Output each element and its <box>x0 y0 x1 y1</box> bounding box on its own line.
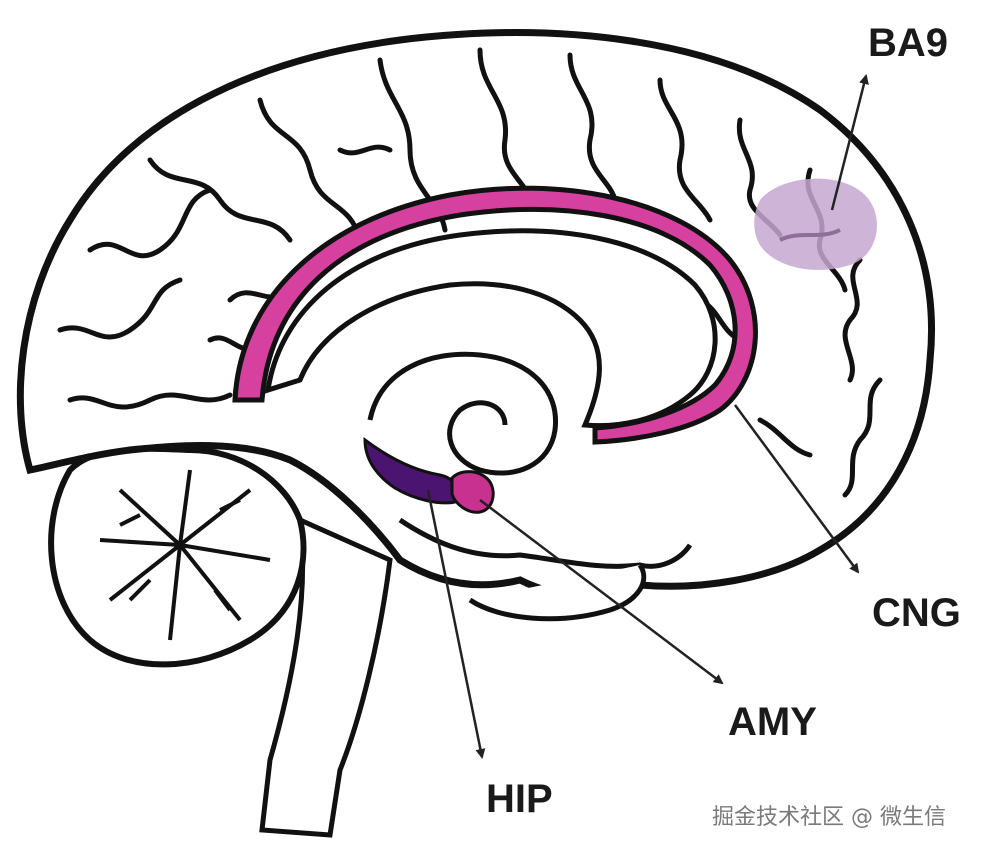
amy-arrow <box>479 499 724 685</box>
ba9-arrow <box>830 74 869 211</box>
watermark-text: 掘金技术社区 @ 微生信 <box>712 805 946 830</box>
pons-region <box>468 563 647 622</box>
ba9-fold <box>779 228 841 242</box>
amy-label: AMY <box>728 700 817 744</box>
hip-arrow <box>426 489 486 759</box>
cingulate-region <box>232 185 758 445</box>
inner-spiral <box>367 351 559 476</box>
cng-label: CNG <box>872 591 961 635</box>
brain-stem <box>259 515 393 838</box>
cerebrum-outline <box>16 29 935 600</box>
hip-label: HIP <box>486 777 553 821</box>
cng-arrow <box>733 404 860 574</box>
corpus-callosum <box>264 228 718 429</box>
cerebellum-folds <box>99 469 271 641</box>
ba9-region <box>754 178 877 270</box>
ba9-label: BA9 <box>868 21 948 65</box>
